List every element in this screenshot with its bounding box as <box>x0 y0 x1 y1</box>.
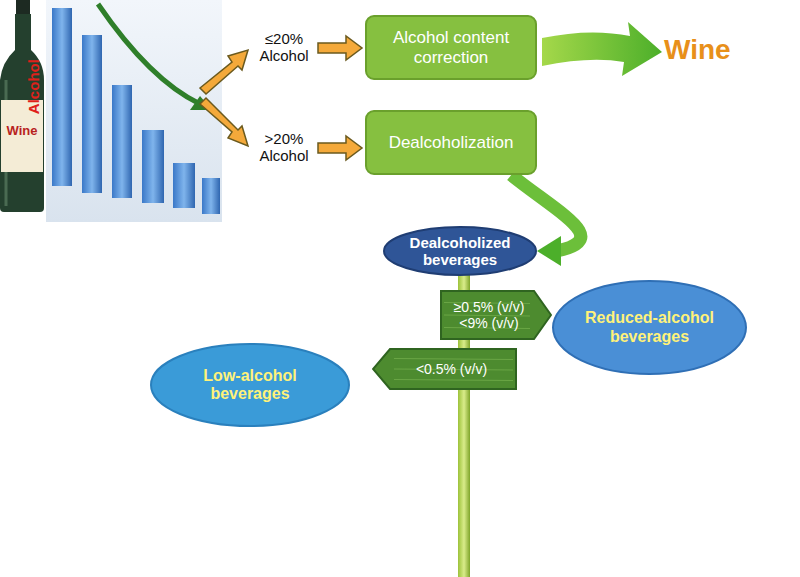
process-box: Alcohol content correction <box>365 15 537 80</box>
node-text: Dealcoholization <box>377 133 525 153</box>
category-ellipse: Dealcoholized beverages <box>383 226 537 276</box>
node-label: <9% (v/v) <box>447 315 531 331</box>
node-text: Dealcoholized beverages <box>403 234 517 269</box>
sign-board: ≥0.5% (v/v)<9% (v/v) <box>440 290 552 340</box>
green-arrow <box>542 22 662 76</box>
category-ellipse: Low-alcohol beverages <box>150 343 350 427</box>
node-text: Alcohol content correction <box>377 28 525 67</box>
node-text: Low-alcohol beverages <box>176 367 324 404</box>
node-text: ≥0.5% (v/v)<9% (v/v) <box>447 299 531 331</box>
bottle-label: Wine <box>2 124 42 139</box>
node-label: <0.5% (v/v) <box>395 361 508 377</box>
threshold-label: >20% Alcohol <box>252 130 316 165</box>
wine-bottle <box>0 0 44 212</box>
sign-board: <0.5% (v/v) <box>372 348 517 390</box>
threshold-label: ≤20% Alcohol <box>252 30 316 65</box>
process-box: Dealcoholization <box>365 110 537 175</box>
category-ellipse: Reduced-alcohol beverages <box>552 280 747 375</box>
axis-label: Alcohol <box>25 57 42 117</box>
node-label: Dealcoholized beverages <box>403 234 517 269</box>
node-label: Alcohol content correction <box>377 28 525 67</box>
node-text: <0.5% (v/v) <box>395 361 508 377</box>
node-label: Low-alcohol beverages <box>176 367 324 404</box>
node-label: ≥0.5% (v/v) <box>447 299 531 315</box>
node-label: Dealcoholization <box>377 133 525 153</box>
node-text: Reduced-alcohol beverages <box>577 309 721 346</box>
result-label: Wine <box>664 34 784 66</box>
bar-chart <box>46 0 222 222</box>
node-label: Reduced-alcohol beverages <box>577 309 721 346</box>
